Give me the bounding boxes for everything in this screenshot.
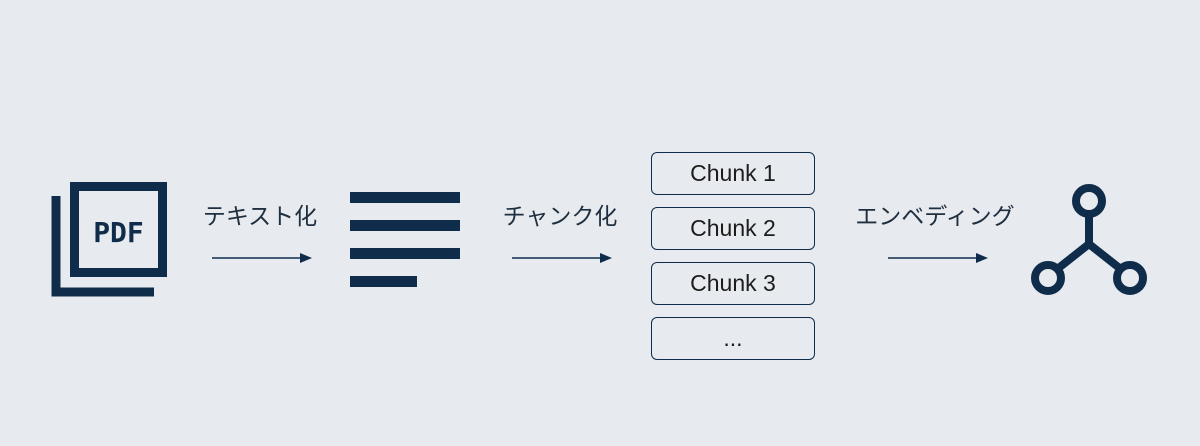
step-label-chunking: チャンク化 bbox=[502, 204, 618, 230]
pdf-icon-label: PDF bbox=[93, 216, 144, 249]
text-lines-icon bbox=[350, 192, 462, 288]
chunk-box: Chunk 2 bbox=[651, 207, 815, 250]
step-label-text-extraction: テキスト化 bbox=[202, 204, 318, 230]
step-label-embedding: エンベディング bbox=[855, 204, 1015, 230]
arrow-right-icon bbox=[888, 249, 988, 263]
chunk-box: Chunk 3 bbox=[651, 262, 815, 305]
chunk-box-more: ... bbox=[651, 317, 815, 360]
vector-graph-icon bbox=[1028, 182, 1150, 300]
chunk-box: Chunk 1 bbox=[651, 152, 815, 195]
arrow-right-icon bbox=[512, 249, 612, 263]
arrow-right-icon bbox=[212, 249, 312, 263]
pdf-document-icon: PDF bbox=[50, 182, 168, 298]
